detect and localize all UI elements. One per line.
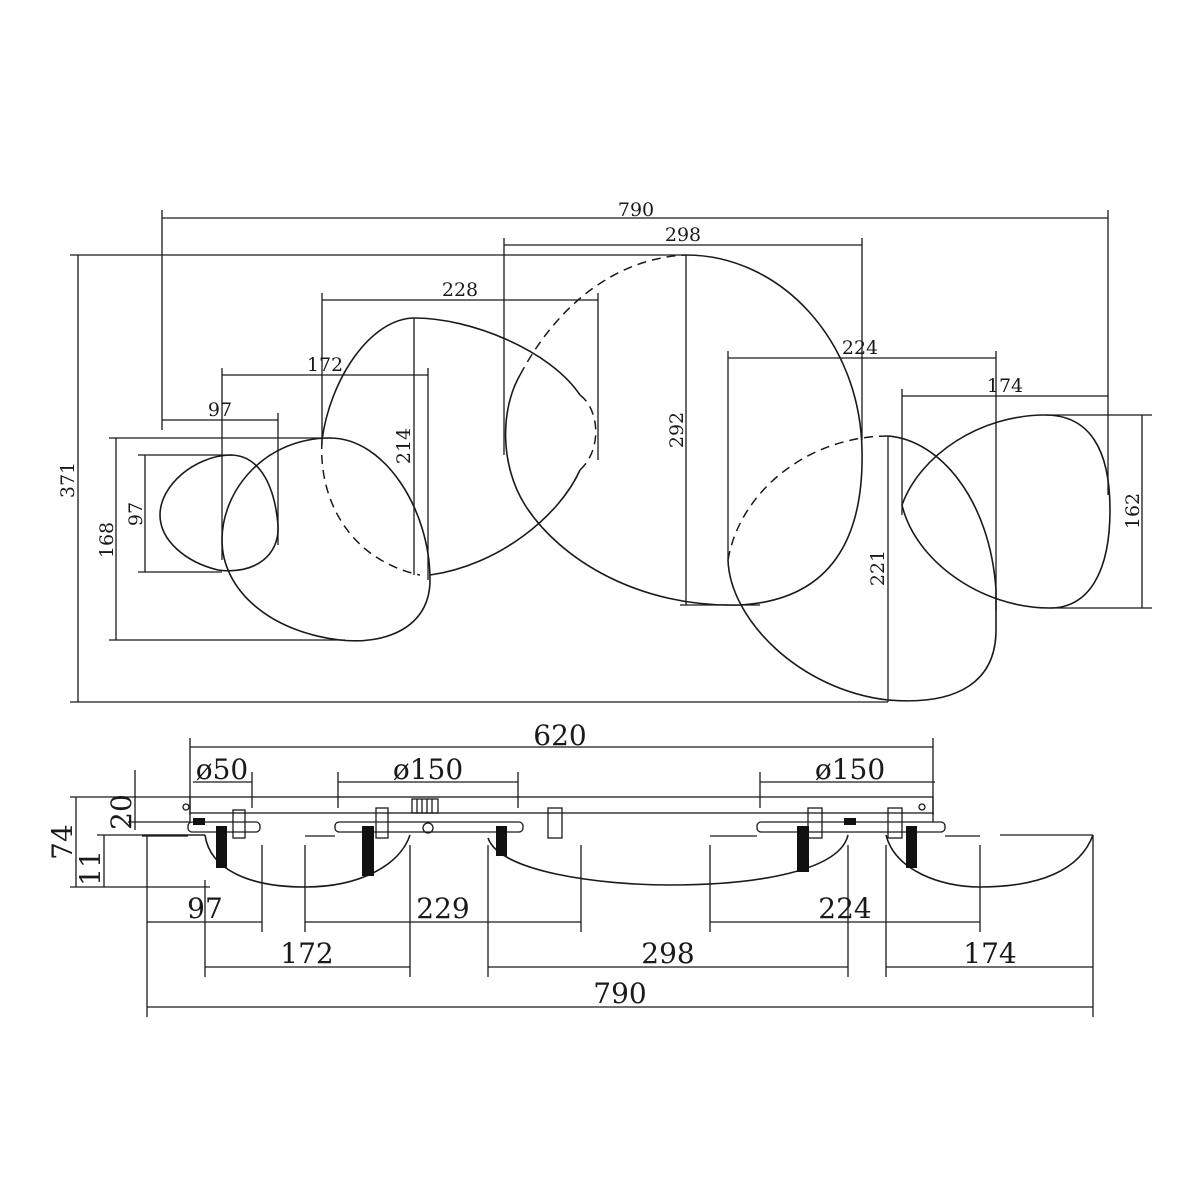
dim-298-label: 298 [641,937,694,970]
shade-5: 224 221 [727,337,997,702]
dim-172-label: 172 [280,937,333,970]
shade-3: 228 214 [320,279,599,576]
shade-6-height-label: 162 [1122,493,1144,529]
side-view: 620 ø50 ø150 ø150 74 20 11 [46,719,1094,1017]
dia-small-label: ø50 [196,753,249,786]
dim-790-label: 790 [593,977,646,1010]
bottom-overall-dimension: 790 [147,835,1094,1017]
shade-2: 172 168 [96,354,431,642]
shade-4-height-label: 292 [666,412,688,448]
shade-1-height-label: 97 [125,502,147,526]
overall-height-dimension: 371 [57,254,888,703]
shade-2-width-label: 172 [307,354,343,376]
dia-mid-label: ø150 [393,753,463,786]
bottom-dimensions-row-1: 97 229 224 [146,836,981,1017]
connectors [193,818,917,876]
shade-4-width-label: 298 [665,224,701,246]
base-length-label: 620 [533,719,586,752]
base-height-label: 20 [105,794,138,830]
bottom-dimensions-row-2: 172 298 174 [204,845,1093,977]
dim-174-label: 174 [963,937,1016,970]
shade-6: 174 162 [901,375,1152,609]
dia-right-label: ø150 [815,753,885,786]
shade-2-height-label: 168 [96,522,118,558]
base-length-dimension: 620 [189,719,934,815]
shade-profiles [142,834,1094,888]
shade-1-width-label: 97 [208,399,232,421]
shade-4: 298 292 [503,224,863,606]
overall-width-dimension: 790 [161,199,1109,495]
shade-5-height-label: 221 [867,550,889,586]
shade-1: 97 97 [125,399,279,573]
total-height-label: 74 [46,824,79,860]
diameter-dimensions: ø50 ø150 ø150 [193,753,935,808]
dim-224-label: 224 [818,892,871,925]
height-dimensions: 74 20 11 [46,770,210,888]
overall-height-label: 371 [57,462,79,498]
top-view: 790 371 97 97 172 [57,199,1152,703]
shade-depth-label: 11 [74,850,107,886]
shade-3-height-label: 214 [393,428,415,464]
dim-229-label: 229 [416,892,469,925]
mounting-bolts [232,807,903,839]
shade-6-width-label: 174 [987,375,1023,397]
shade-3-width-label: 228 [442,279,478,301]
base-plate [182,796,934,822]
overall-width-label: 790 [618,199,654,221]
shade-5-width-label: 224 [842,337,878,359]
